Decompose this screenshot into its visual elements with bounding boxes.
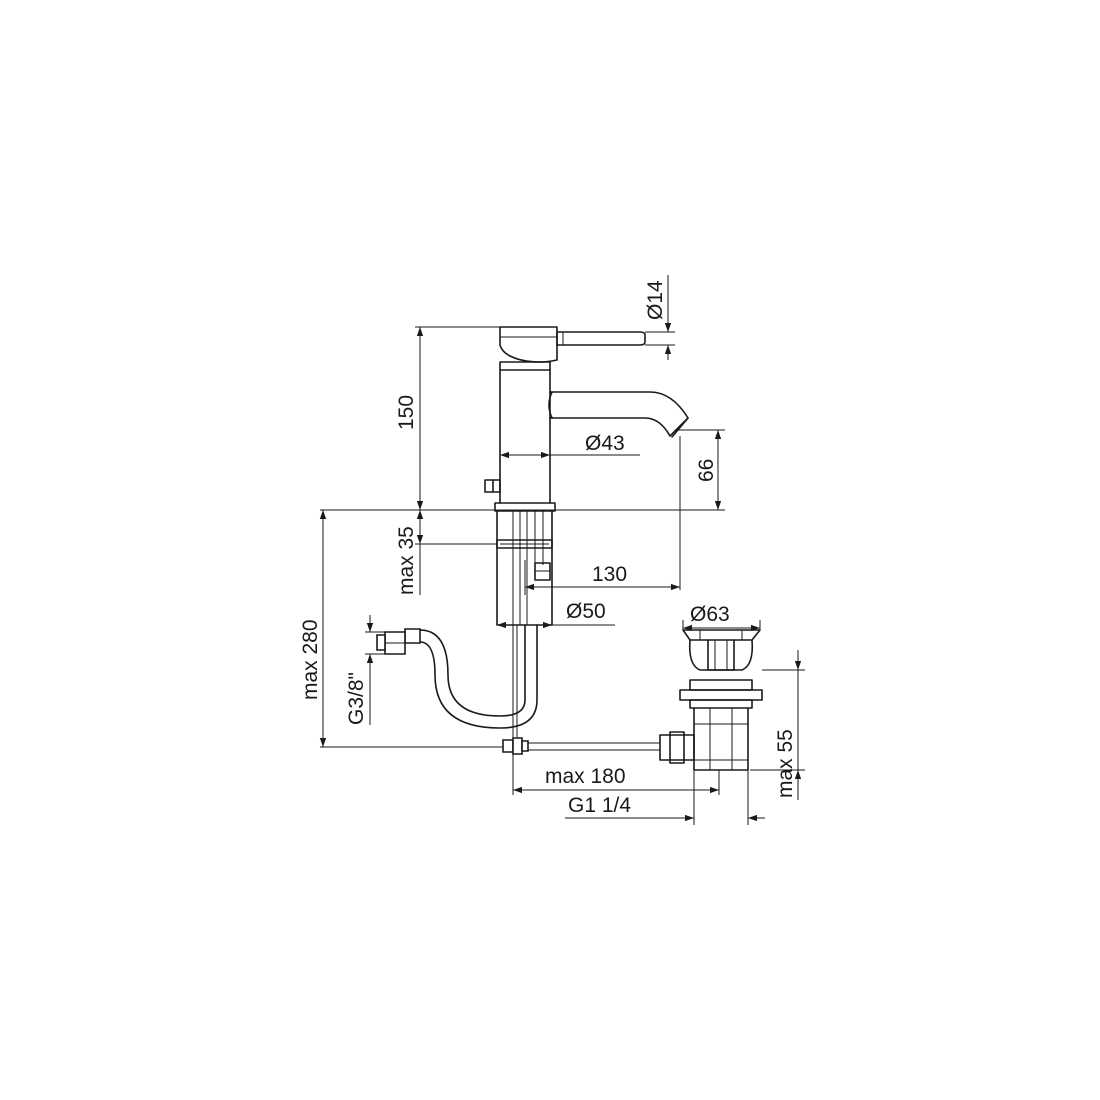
waste-assembly xyxy=(659,629,763,771)
dim-max-waste-height: max 55 xyxy=(774,729,797,798)
dim-body-diameter: Ø43 xyxy=(585,432,625,455)
supply-hose xyxy=(376,624,538,729)
pop-up-rod xyxy=(502,737,660,755)
dim-height-total: 150 xyxy=(395,395,418,430)
dim-supply-thread: G3/8" xyxy=(345,672,368,725)
dimension-lines xyxy=(319,275,805,825)
faucet-outline xyxy=(484,326,689,512)
dim-max-rod-length: max 180 xyxy=(545,765,626,788)
dim-max-deck-thickness: max 35 xyxy=(395,526,418,595)
dim-spout-height: 66 xyxy=(695,459,718,482)
dim-base-diameter: Ø50 xyxy=(566,600,606,623)
dim-spout-reach: 130 xyxy=(592,563,627,586)
dim-handle-diameter: Ø14 xyxy=(644,280,667,320)
dim-waste-thread: G1 1/4 xyxy=(568,794,631,817)
dim-max-supply-length: max 280 xyxy=(299,619,322,700)
faucet-shank xyxy=(496,510,553,740)
dim-waste-diameter: Ø63 xyxy=(690,603,730,626)
